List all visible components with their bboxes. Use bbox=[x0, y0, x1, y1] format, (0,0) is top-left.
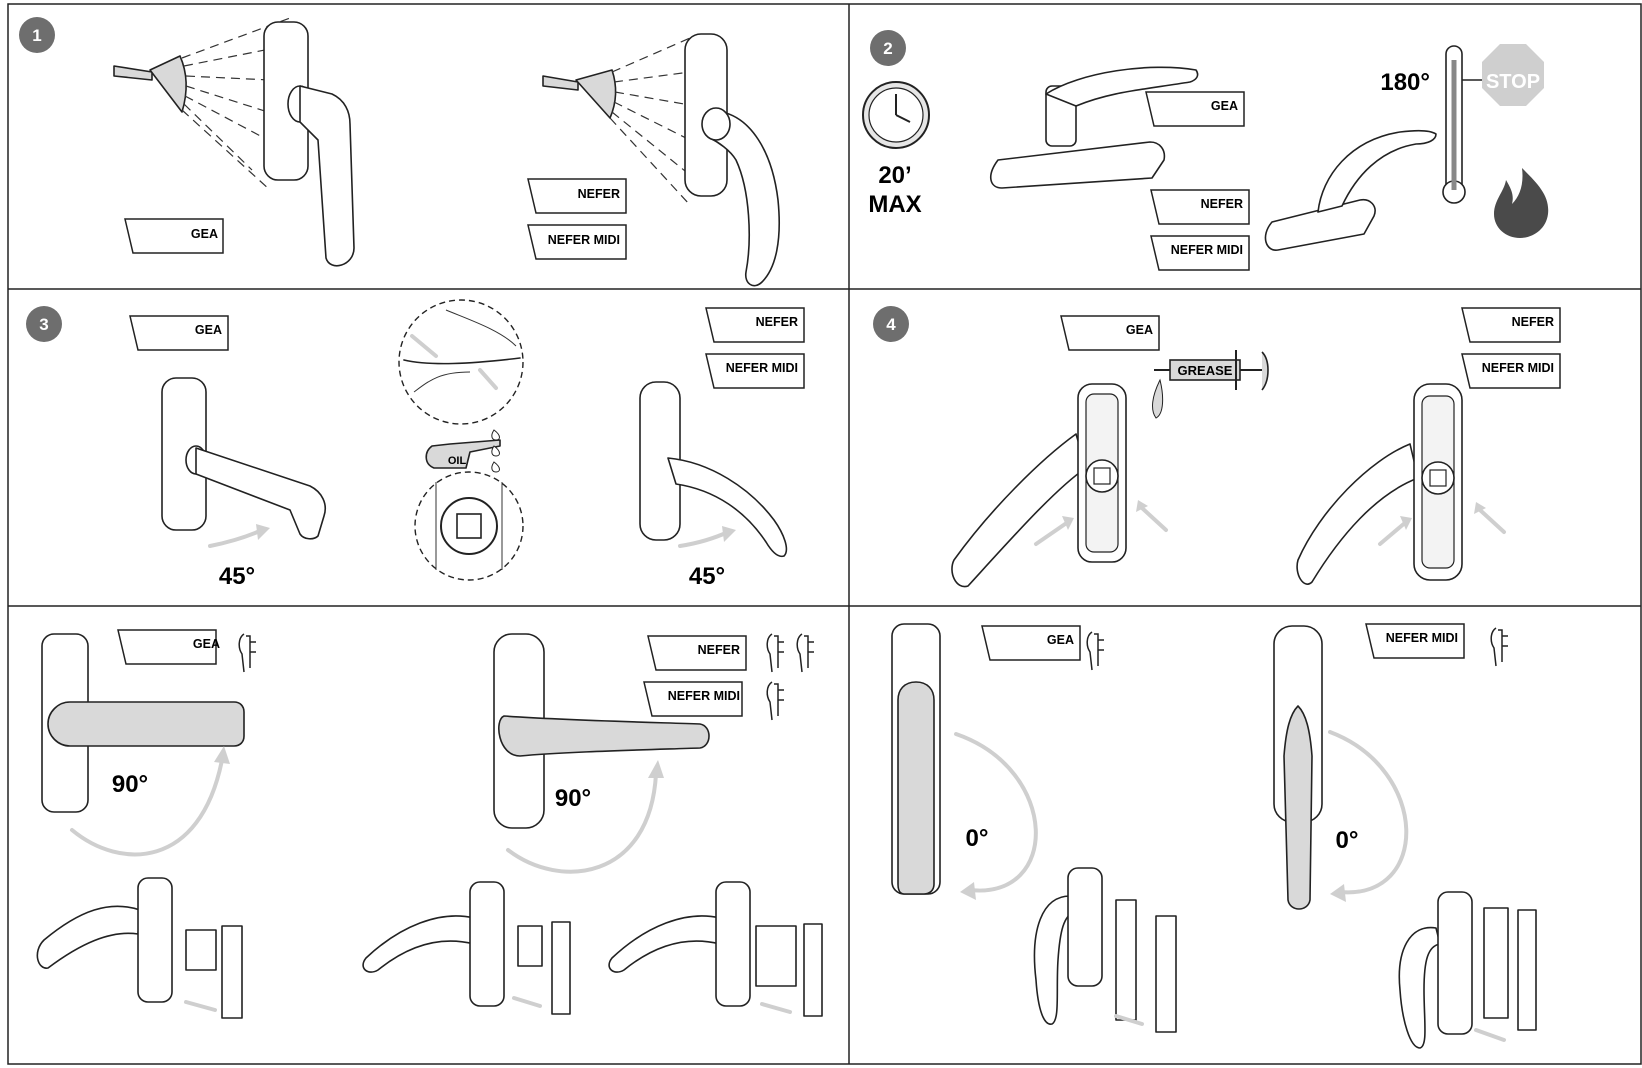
gea-handle-illustration bbox=[263, 21, 355, 267]
gea-assembly-exploded bbox=[36, 877, 243, 1019]
nefer-midi-label: NEFER MIDI bbox=[548, 233, 620, 247]
angle-0-gea: 0° bbox=[966, 825, 989, 852]
flame-icon bbox=[1494, 168, 1549, 238]
hinge-icon bbox=[238, 633, 257, 673]
gea-label: GEA bbox=[195, 323, 222, 337]
hinge-icon bbox=[766, 681, 785, 721]
spray-nozzle-icon bbox=[542, 69, 617, 119]
gea-handle-lying-illustration bbox=[990, 66, 1199, 189]
panel-5-open-position: GEA 90° NEFER NEFER MIDI 90° bbox=[36, 629, 823, 1019]
svg-text:STOP: STOP bbox=[1486, 71, 1540, 93]
gea-label: GEA bbox=[1211, 99, 1238, 113]
nefer-handle-90-illustration bbox=[493, 633, 710, 829]
nefer-midi-label: NEFER MIDI bbox=[1482, 361, 1554, 375]
oil-can-icon: OIL bbox=[425, 429, 501, 473]
svg-text:2: 2 bbox=[883, 39, 892, 58]
gea-handle-45-illustration bbox=[161, 377, 326, 540]
nefer-midi-label: NEFER MIDI bbox=[1171, 243, 1243, 257]
gea-handle-90-illustration bbox=[41, 633, 245, 813]
nefer-label: NEFER bbox=[698, 643, 740, 657]
panel-4-greasing: GEA GREASE NEFER NEFER MIDI bbox=[951, 307, 1561, 588]
nefer-midi-handle-0-illustration bbox=[1273, 625, 1323, 910]
panel-grid bbox=[7, 3, 1642, 1065]
nefer-handle-45-illustration bbox=[639, 381, 788, 558]
angle-45-right: 45° bbox=[689, 563, 725, 590]
nefer-midi-label: NEFER MIDI bbox=[726, 361, 798, 375]
panel-3-oiling: GEA 45° OIL bbox=[129, 299, 805, 590]
panel-6-closed-position: GEA 0° NEFER MIDI 0° bbox=[891, 623, 1537, 1049]
svg-text:1: 1 bbox=[32, 26, 41, 45]
gea-handle-open-back-illustration bbox=[951, 383, 1127, 588]
nefer-label: NEFER bbox=[756, 315, 798, 329]
svg-text:OIL: OIL bbox=[448, 455, 467, 467]
hinge-icon bbox=[1086, 631, 1105, 671]
nefer-label: NEFER bbox=[1512, 315, 1554, 329]
hinge-icon bbox=[1490, 627, 1509, 667]
panel-1-cleaning: GEA NEFER NEFER MIDI bbox=[113, 17, 781, 287]
thermometer-icon bbox=[1442, 45, 1482, 204]
angle-0-nefer-midi: 0° bbox=[1336, 827, 1359, 854]
gea-assembly-closed-exploded bbox=[1033, 867, 1177, 1033]
time-max: MAX bbox=[868, 191, 921, 218]
step-badge-4: 4 bbox=[873, 306, 909, 342]
svg-text:3: 3 bbox=[39, 315, 48, 334]
temperature-label: 180° bbox=[1380, 69, 1430, 96]
nefer-handle-illustration bbox=[684, 33, 781, 287]
angle-90-gea: 90° bbox=[112, 771, 148, 798]
nefer-assembly-exploded-2 bbox=[608, 881, 823, 1017]
nefer-midi-label: NEFER MIDI bbox=[668, 689, 740, 703]
svg-text:4: 4 bbox=[886, 315, 896, 334]
gea-label: GEA bbox=[1126, 323, 1153, 337]
gea-label: GEA bbox=[193, 637, 220, 651]
nefer-handle-open-back-illustration bbox=[1296, 383, 1463, 585]
nefer-assembly-exploded-1 bbox=[362, 881, 571, 1015]
gea-label: GEA bbox=[191, 227, 218, 241]
handle-joint-detail bbox=[398, 299, 524, 425]
nefer-midi-assembly-closed-exploded bbox=[1398, 891, 1537, 1049]
step-badge-1: 1 bbox=[19, 17, 55, 53]
nefer-handle-lying-illustration bbox=[1264, 129, 1437, 251]
panel-2-heat: 20’ MAX GEA NEFER NEFER MIDI 180° bbox=[862, 44, 1549, 271]
svg-text:GREASE: GREASE bbox=[1178, 363, 1233, 378]
hinge-icon bbox=[796, 633, 815, 673]
grease-syringe-icon: GREASE bbox=[1152, 350, 1269, 419]
step-badge-2: 2 bbox=[870, 30, 906, 66]
gea-handle-0-illustration bbox=[891, 623, 941, 895]
time-value: 20’ bbox=[878, 162, 911, 189]
nefer-midi-label: NEFER MIDI bbox=[1386, 631, 1458, 645]
step-badge-3: 3 bbox=[26, 306, 62, 342]
spray-nozzle-icon bbox=[113, 55, 188, 113]
angle-90-nefer: 90° bbox=[555, 785, 591, 812]
hinge-icon bbox=[766, 633, 785, 673]
gea-label: GEA bbox=[1047, 633, 1074, 647]
clock-icon bbox=[862, 81, 930, 149]
spindle-detail bbox=[414, 471, 524, 581]
nefer-label: NEFER bbox=[1201, 197, 1243, 211]
angle-45-left: 45° bbox=[219, 563, 255, 590]
nefer-label: NEFER bbox=[578, 187, 620, 201]
stop-sign-icon: STOP bbox=[1482, 44, 1544, 106]
